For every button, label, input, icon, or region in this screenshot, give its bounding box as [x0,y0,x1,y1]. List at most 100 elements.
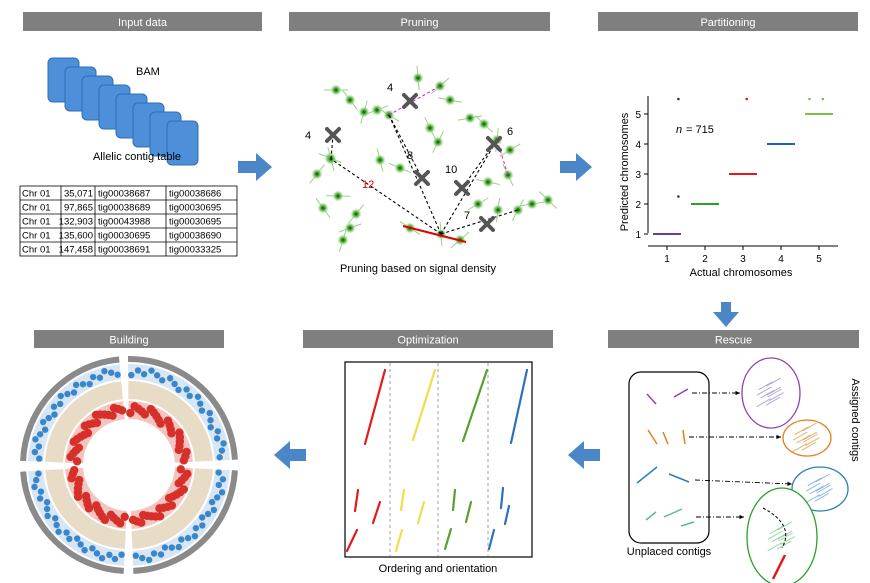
circos-dot [41,426,49,433]
header-input-data: Input data [23,12,262,31]
contig-node [374,148,386,172]
pruned-edge-marker [325,127,341,143]
header-building-label: Building [109,335,148,347]
circos-dot [175,386,182,394]
circos-heat-cell [83,428,93,438]
x-tick-label: 5 [816,254,822,265]
pruned-edge-marker [486,136,502,152]
contig-node [539,191,557,209]
table-cell: tig00038690 [169,231,221,242]
circos-dot [145,556,153,564]
circos-heat-cell [167,429,176,438]
edge-label: 7 [464,210,470,222]
circos-dot [175,543,182,551]
contig-node [467,197,489,211]
header-rescue: Rescue [608,330,859,348]
circos-dot [134,367,142,374]
assigned-cluster [741,357,801,429]
edge-label: 10 [445,164,457,176]
table-cell: 35,071 [64,189,93,200]
arrow-input-to-pruning [238,153,272,181]
circos-dot [39,418,47,426]
x-tick-label: 4 [778,254,784,265]
circos-heat-cell [92,501,101,510]
contig-node [348,204,364,224]
assigned-cluster [746,487,818,583]
edge-label: 6 [507,126,513,138]
circos-dot [63,529,70,536]
contig-node [309,164,325,184]
contig-node [325,190,351,202]
pruning-hub-contig [402,225,467,243]
table-cell: tig00030695 [169,203,221,214]
unplaced-contigs-caption: Unplaced contigs [627,546,712,558]
circos-heat-cell [126,408,135,418]
circos-dot [43,505,51,513]
circos-heat-cell [140,410,150,419]
circos-dot [64,390,71,398]
circos-dot [89,373,97,381]
unplaced-contigs-box [628,371,710,544]
header-building: Building [34,330,224,348]
y-tick-label: 1 [635,230,641,241]
circos-dot [161,544,169,551]
header-optimization-label: Optimization [397,335,458,347]
circos-heat-cell [138,510,148,520]
assignment-arrow [692,390,740,396]
pruning-edges [330,114,519,235]
circos-plot [20,356,238,574]
circos-dot [178,536,185,543]
circos-dot [44,512,51,520]
contig-node [520,198,544,210]
contig-segment [399,488,406,512]
unplaced-contig [668,473,690,483]
circos-dot [218,489,226,496]
circos-dot [216,454,223,461]
ordering-dividers [389,363,489,556]
assigned-cluster [791,466,849,512]
circos-dot [204,510,212,518]
unplaced-contig [663,508,683,518]
circos-dot [207,424,214,431]
unplaced-contig [682,429,686,445]
circos-dot [183,386,190,393]
contig-node [424,116,436,140]
contig-node [502,163,514,187]
contig-segment [464,500,473,524]
circos-dot [168,544,175,551]
pruning-cross-markers [325,93,502,232]
circos-dot [213,435,221,442]
n-annotation-value: = 715 [686,124,714,136]
circos-dot [52,515,59,522]
pruning-nodes [309,66,557,252]
circos-dot [43,499,51,506]
contig-segment [394,528,404,553]
circos-dot [166,375,174,382]
circos-dot [208,498,216,506]
x-tick-label: 2 [702,254,708,265]
table-cell: 135,600 [59,231,93,242]
circos-dot [35,470,42,477]
contig-segment [411,368,437,442]
table-frame [19,185,238,257]
circos-heat-cell [179,456,189,465]
rescue-panel: Unplaced contigs Assigned contigs [627,357,861,583]
contig-node [338,222,362,234]
circos-heat-cell [108,411,117,420]
pruning-graph: 4 4 8 10 6 7 12 [305,66,557,252]
circos-dot [31,448,39,456]
table-cell: tig00030695 [98,231,150,242]
edge-label: 8 [407,150,413,162]
circos-chromosome-band [127,356,238,460]
header-rescue-label: Rescue [715,335,752,347]
circos-heat-cell [117,406,127,415]
rescued-contig [771,554,787,580]
table-cell: Chr 01 [22,245,51,256]
edge-label: 4 [387,82,393,94]
circos-dot [73,535,81,542]
pruned-edge-marker [479,216,495,232]
table-cell: tig00030695 [169,217,221,228]
circos-heat-cell [128,515,138,525]
contig-node [412,66,424,90]
